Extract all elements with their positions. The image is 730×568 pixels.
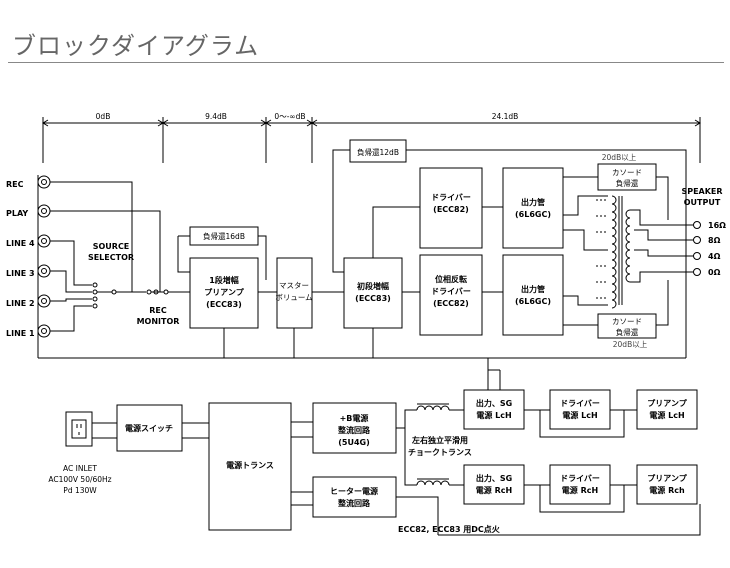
preamp-label-2: プリアンプ [204, 287, 244, 297]
ac-voltage-label: AC100V 50/60Hz [48, 475, 111, 484]
output-tube-top-box [502, 167, 564, 249]
power-transformer-box [208, 402, 292, 531]
ac-inlet-icon [65, 411, 93, 447]
title-divider [8, 62, 724, 63]
choke-transformers [396, 403, 464, 486]
preamp-label-3: (ECC83) [206, 300, 242, 309]
b-rect-label-2: 整流回路 [337, 425, 371, 435]
cathode-nf-bottom-box [597, 313, 657, 339]
speaker-tap-4: 4Ω [708, 252, 721, 261]
b-rect-label-3: (5U4G) [338, 438, 370, 447]
power-switch-box [116, 404, 183, 452]
preamp-label-1: 1段増幅 [209, 275, 239, 285]
cathode-bottom-label-2: 負帰還 [616, 327, 639, 337]
pre-r-label-2: 電源 Rch [649, 485, 685, 495]
gain-label-volume: 0～-∞dB [274, 112, 305, 121]
pi-label-2: ドライバー [431, 287, 471, 296]
phase-inverter-box [419, 254, 483, 336]
input-label-play: PLAY [6, 209, 28, 218]
first-stage-box [343, 257, 403, 329]
preamp-supply-l-box [636, 389, 698, 430]
volume-label-1: マスター [279, 281, 309, 290]
selector-label-2: SELECTOR [88, 253, 134, 262]
output-bottom-label-2: (6L6GC) [515, 297, 551, 306]
pre-l-label-1: プリアンプ [647, 398, 687, 408]
first-stage-label-2: (ECC83) [355, 294, 391, 303]
over-20db-top: 20dB以上 [602, 153, 637, 162]
choke-label-1: 左右独立平滑用 [411, 435, 468, 445]
input-label-line3: LINE 3 [6, 269, 35, 278]
gain-scale: 0dB 9.4dB 0～-∞dB 24.1dB [42, 112, 701, 163]
input-label-line2: LINE 2 [6, 299, 35, 308]
pre-r-label-1: プリアンプ [647, 473, 687, 483]
driver-supply-l-box [549, 389, 611, 430]
ac-inlet-label: AC INLET [63, 464, 97, 473]
dc-heater-note: ECC82, ECC83 用DC点火 [398, 524, 501, 534]
speaker-tap-8: 8Ω [708, 236, 721, 245]
drv-l-label-2: 電源 LcH [562, 410, 597, 420]
output-transformer [563, 195, 693, 309]
drv-r-label-2: 電源 RcH [562, 485, 598, 495]
nf16-label: 負帰還16dB [203, 231, 245, 241]
ac-power-label: Pd 130W [63, 486, 97, 495]
input-jacks: REC PLAY LINE 4 LINE 3 LINE 2 LINE 1 [6, 175, 686, 359]
rec-monitor-label-1: REC [149, 306, 167, 315]
input-label-line4: LINE 4 [6, 239, 35, 248]
gain-label-preamp: 9.4dB [205, 112, 227, 121]
speaker-label-1: SPEAKER [681, 187, 722, 196]
out-l-label-2: 電源 LcH [476, 410, 511, 420]
cathode-bottom-label-1: カソード [612, 317, 642, 326]
driver-label-1: ドライバー [431, 193, 471, 202]
pre-l-label-2: 電源 LcH [649, 410, 684, 420]
speaker-label-2: OUTPUT [684, 198, 721, 207]
heater-label-1: ヒーター電源 [330, 486, 378, 496]
cathode-top-label-1: カソード [612, 168, 642, 177]
driver-supply-r-box [549, 464, 611, 505]
input-label-line1: LINE 1 [6, 329, 35, 338]
out-r-label-2: 電源 RcH [476, 485, 512, 495]
pi-label-1: 位相反転 [435, 274, 467, 284]
selector-label-1: SOURCE [93, 242, 130, 251]
power-switch-label: 電源スイッチ [125, 423, 173, 433]
first-stage-label-1: 初段増幅 [357, 281, 389, 291]
preamp-supply-r-box [636, 464, 698, 505]
choke-label-2: チョークトランス [408, 447, 472, 457]
heater-label-2: 整流回路 [337, 498, 371, 508]
input-label-rec: REC [6, 180, 24, 189]
page-title: ブロックダイアグラム [12, 32, 260, 60]
nf12-label: 負帰還12dB [357, 147, 399, 157]
rec-monitor-label-2: MONITOR [137, 317, 180, 326]
drv-l-label-1: ドライバー [560, 399, 600, 408]
power-transformer-label: 電源トランス [226, 460, 274, 470]
output-tube-bottom-box [502, 254, 564, 336]
speaker-tap-16: 16Ω [708, 221, 726, 230]
gain-label-input: 0dB [96, 112, 111, 121]
drv-r-label-1: ドライバー [560, 474, 600, 483]
heater-rectifier-box [312, 476, 397, 518]
speaker-tap-0: 0Ω [708, 268, 721, 277]
out-l-label-1: 出力、SG [476, 398, 512, 408]
gain-label-power: 24.1dB [492, 112, 519, 121]
nf12-box [349, 139, 407, 163]
rec-monitor-switch: REC MONITOR [137, 289, 190, 326]
driver-label-2: (ECC82) [433, 205, 469, 214]
volume-label-2: ボリューム [275, 293, 312, 302]
b-rect-label-1: +B電源 [340, 413, 369, 423]
output-sg-supply-l-box [463, 389, 525, 430]
source-selector-switch: SOURCE SELECTOR [88, 242, 146, 309]
output-top-label-2: (6L6GC) [515, 210, 551, 219]
output-top-label-1: 出力管 [521, 197, 545, 207]
pi-label-3: (ECC82) [433, 299, 469, 308]
output-sg-supply-r-box [463, 464, 525, 505]
over-20db-bottom: 20dB以上 [613, 340, 648, 349]
output-bottom-label-1: 出力管 [521, 284, 545, 294]
cathode-top-label-2: 負帰還 [616, 178, 639, 188]
speaker-terminals [693, 221, 701, 276]
out-r-label-1: 出力、SG [476, 473, 512, 483]
driver-box [419, 167, 483, 249]
